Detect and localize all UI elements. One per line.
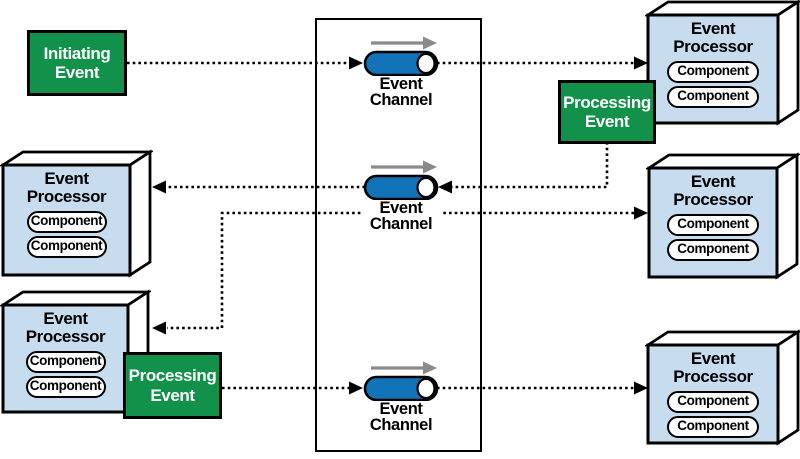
- event-channel-cylinder-icon: [363, 375, 439, 402]
- event-processor-box-right-middle: Event Processor Component Component: [646, 152, 800, 280]
- event-channel-bottom: Event Channel: [357, 358, 449, 433]
- event-channel-cylinder-icon: [363, 50, 439, 77]
- connector-processing-bottom-to-channel3: [222, 381, 363, 395]
- flow-direction-arrow-icon: [371, 160, 437, 174]
- processor-title: Event Processor: [673, 349, 753, 386]
- event-processor-box-left-top: Event Processor Component Component: [0, 149, 153, 278]
- initiating-event-label: Initiating Event: [43, 43, 111, 83]
- event-channel-label: Event Channel: [361, 200, 441, 232]
- connector-channel1-to-processor-right-top: [437, 56, 648, 70]
- event-processor-box-left-bottom: Event Processor Component Component: [0, 289, 151, 415]
- component-pill: Component: [26, 211, 107, 233]
- processor-title: Event Processor: [25, 309, 106, 346]
- component-pill: Component: [667, 214, 759, 236]
- flow-direction-arrow-icon: [371, 36, 437, 50]
- component-pill: Component: [25, 376, 106, 398]
- component-pill: Component: [667, 61, 759, 83]
- connector-initiating-to-channel1: [127, 56, 363, 70]
- processor-title: Event Processor: [673, 172, 753, 209]
- component-pill: Component: [667, 416, 759, 438]
- event-channel-middle: Event Channel: [357, 157, 449, 232]
- event-channel-top: Event Channel: [357, 33, 449, 108]
- event-channel-label: Event Channel: [361, 76, 441, 108]
- initiating-event-box: Initiating Event: [27, 30, 127, 96]
- flow-direction-arrow-icon: [371, 361, 437, 375]
- connector-channel3-to-processor-right-bottom: [437, 381, 648, 395]
- connector-processing-top-to-channel2: [438, 142, 609, 194]
- event-processor-box-right-top: Event Processor Component Component: [645, 0, 800, 126]
- connector-channel2-to-processor-left-top: [152, 180, 365, 194]
- event-processor-box-right-bottom: Event Processor Component Component: [645, 329, 800, 446]
- component-pill: Component: [25, 351, 106, 373]
- event-channel-label: Event Channel: [361, 401, 441, 433]
- processing-event-label: Processing Event: [563, 92, 651, 132]
- component-pill: Component: [667, 86, 759, 108]
- component-pill: Component: [667, 239, 759, 261]
- processor-title: Event Processor: [673, 19, 753, 56]
- processing-event-box-bottom: Processing Event: [123, 352, 222, 419]
- processing-event-label: Processing Event: [128, 366, 217, 405]
- event-channel-cylinder-icon: [363, 174, 439, 201]
- processing-event-box-top: Processing Event: [558, 80, 656, 144]
- component-pill: Component: [667, 391, 759, 413]
- component-pill: Component: [26, 236, 107, 258]
- processor-title: Event Processor: [26, 169, 107, 206]
